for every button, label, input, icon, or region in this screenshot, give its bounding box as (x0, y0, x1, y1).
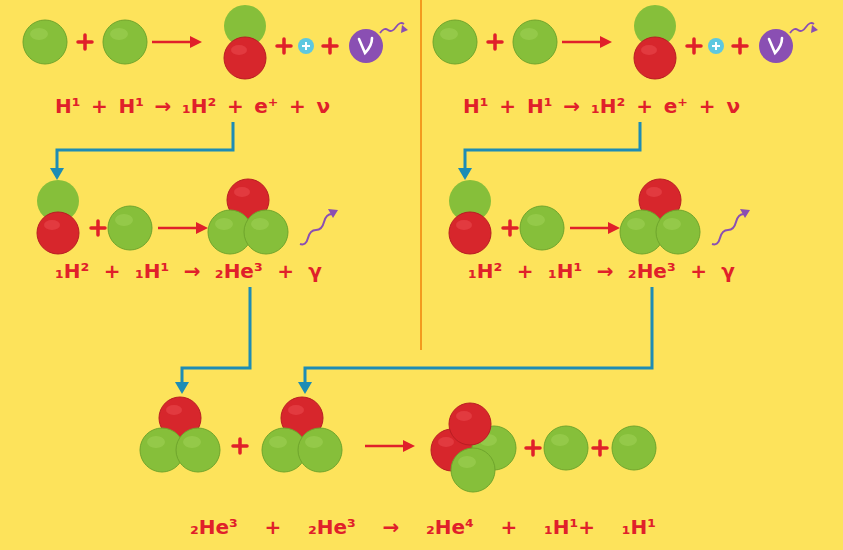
reaction-step-1 (78, 35, 92, 49)
reaction-step-1 (488, 35, 502, 49)
reaction-step-2 (712, 209, 750, 244)
helium4-nucleus (431, 403, 516, 492)
reaction-step-1 (349, 23, 408, 63)
arrow-head (458, 168, 472, 180)
reaction-step-3 (140, 397, 656, 492)
reaction-step-1 (513, 20, 557, 64)
reaction-step-1 (323, 39, 337, 53)
reaction-step-2 (620, 179, 700, 254)
reaction-step-2 (449, 180, 491, 254)
reaction-step-2 (503, 221, 517, 235)
reaction-step-2 (520, 206, 564, 250)
reaction-step-1 (277, 39, 291, 53)
flow-arrow (50, 122, 233, 180)
reaction-step-3 (526, 441, 540, 455)
reaction-equation: ₁H² + ₁H¹ → ₂He³ + γ (468, 259, 735, 283)
reaction-step-3 (544, 426, 588, 470)
flow-line (465, 122, 640, 170)
reaction-step-2 (449, 179, 750, 254)
reaction-equation: H¹ + H¹ → ₁H² + e⁺ + ν (463, 94, 740, 118)
helium4-nucleus (451, 448, 495, 492)
reaction-step-2 (37, 180, 79, 254)
reaction-step-1 (224, 5, 266, 79)
reaction-step-2 (208, 179, 288, 254)
reaction-step-1 (433, 5, 818, 79)
reaction-step-1 (733, 39, 747, 53)
reaction-step-1 (687, 39, 701, 53)
reaction-step-1 (708, 38, 724, 54)
divider-line (420, 0, 422, 350)
reaction-step: ₁H² + ₁H¹ → ₂He³ + γ (25, 180, 365, 287)
reaction-equation: H¹ + H¹ → ₁H² + e⁺ + ν (55, 94, 330, 118)
reaction-step-2 (108, 206, 152, 250)
reaction-step-1 (759, 23, 818, 63)
arrow-head (50, 168, 64, 180)
reaction-step-3 (233, 439, 247, 453)
reaction-step: ₂He³ + ₂He³ → ₂He⁴ + ₁H¹+ ₁H¹ (135, 394, 675, 543)
reaction-step-1 (634, 5, 676, 79)
arrow-head (175, 382, 189, 394)
reaction-step-1 (298, 38, 314, 54)
reaction-step-1 (152, 36, 202, 48)
reaction-step-3 (140, 397, 220, 472)
flow-arrow (175, 287, 250, 394)
reaction-step-1 (562, 36, 612, 48)
reaction-equation: ₁H² + ₁H¹ → ₂He³ + γ (55, 259, 322, 283)
reaction-step: ₁H² + ₁H¹ → ₂He³ + γ (435, 180, 775, 287)
reaction-step-2 (300, 209, 338, 244)
reaction-step-2 (91, 221, 105, 235)
helium4-nucleus (449, 403, 491, 445)
reaction-step: H¹ + H¹ → ₁H² + e⁺ + ν (440, 10, 770, 122)
reaction-step-2 (570, 222, 620, 234)
reaction-step-2 (37, 179, 338, 254)
reaction-step: H¹ + H¹ → ₁H² + e⁺ + ν (30, 10, 360, 122)
reaction-step-3 (262, 397, 342, 472)
arrow-head (298, 382, 312, 394)
reaction-step-3 (365, 440, 415, 452)
flow-line (182, 287, 250, 384)
flow-arrow (298, 287, 652, 394)
reaction-step-3 (593, 441, 607, 455)
reaction-step-3 (612, 426, 656, 470)
flow-line (57, 122, 233, 170)
flow-arrow (458, 122, 640, 180)
reaction-step-1 (433, 20, 477, 64)
reaction-step-1 (23, 5, 408, 79)
reaction-step-2 (158, 222, 208, 234)
flow-line (305, 287, 652, 384)
reaction-step-1 (23, 20, 67, 64)
reaction-step-1 (103, 20, 147, 64)
reaction-equation: ₂He³ + ₂He³ → ₂He⁴ + ₁H¹+ ₁H¹ (190, 515, 656, 539)
